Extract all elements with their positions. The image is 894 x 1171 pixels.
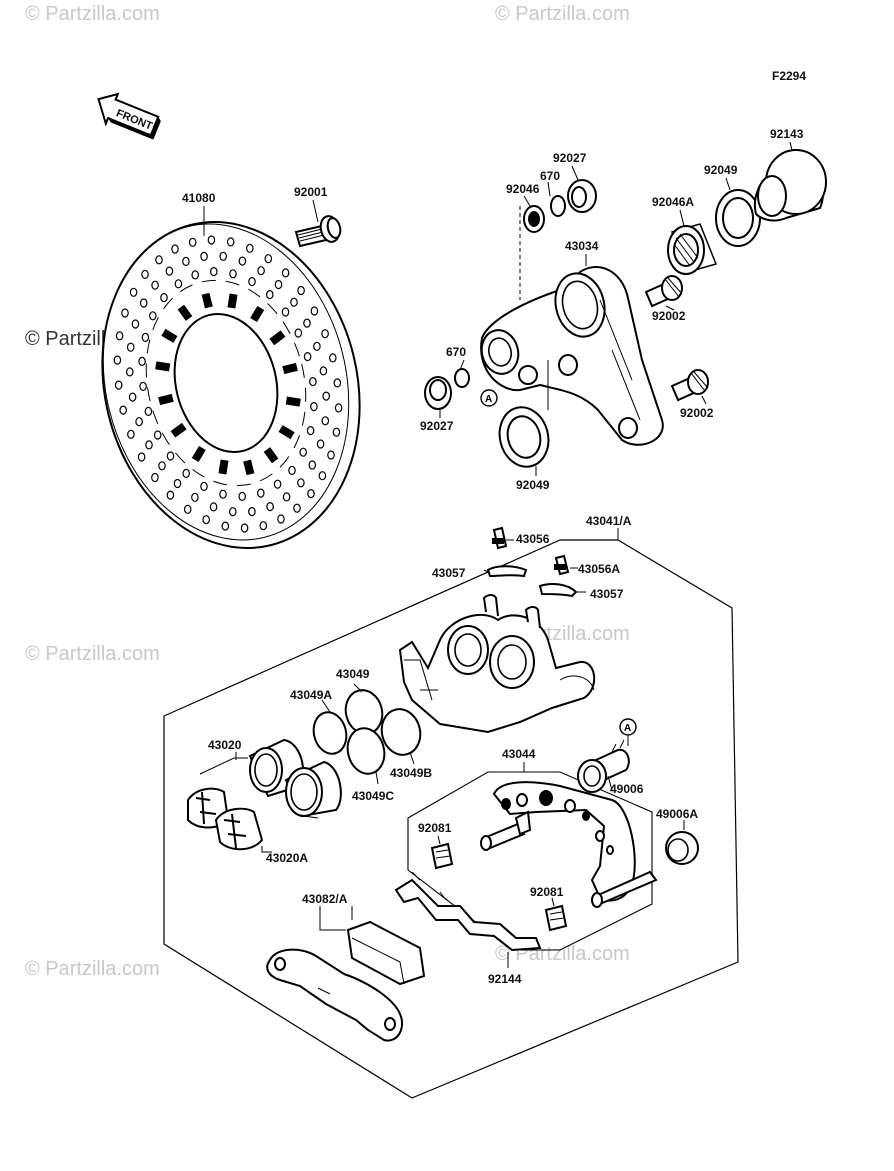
label-670-lower: 670	[446, 345, 466, 359]
label-43057-right: 43057	[590, 587, 624, 601]
o-ring-670-upper	[550, 195, 566, 217]
label-43020: 43020	[208, 738, 242, 752]
ref-marker-a-top: A	[480, 389, 498, 407]
o-ring-670-lower	[454, 368, 470, 388]
label-92001: 92001	[294, 185, 328, 199]
disc-bolt	[294, 215, 342, 248]
collar-92027-lower	[424, 376, 452, 410]
label-43044: 43044	[502, 747, 536, 761]
label-43020a: 43020A	[266, 851, 308, 865]
label-43034: 43034	[565, 239, 599, 253]
label-43049: 43049	[336, 667, 370, 681]
bracket-bolt-lower	[670, 369, 709, 402]
watermark: © Partzilla.com	[25, 958, 160, 980]
collar-92027-upper	[567, 179, 597, 213]
caliper-bracket	[480, 266, 664, 446]
needle-bearing-large	[667, 223, 718, 275]
svg-text:A: A	[624, 723, 631, 734]
label-92046: 92046	[506, 182, 540, 196]
label-92144: 92144	[488, 972, 522, 986]
watermark: © Partzilla.com	[25, 643, 160, 665]
pad-clip-upper	[430, 842, 454, 870]
brake-pad-shim	[266, 948, 403, 1042]
part-labels: 41080 92001 92027 670 92046 92049 92143 …	[182, 127, 804, 986]
ref-marker-a-bottom: A	[619, 718, 637, 736]
piston-43020	[248, 738, 305, 798]
brake-pad	[346, 920, 426, 986]
piston-leader-lines	[199, 683, 415, 853]
bleeder-valve	[492, 526, 514, 550]
label-43049a: 43049A	[290, 688, 332, 702]
diagram-code: F2294	[772, 69, 806, 83]
leader-lines-top	[203, 141, 793, 476]
clip-leader-lower	[551, 897, 555, 907]
label-92081-lower: 92081	[530, 885, 564, 899]
pad-clip-lower	[544, 904, 568, 932]
label-43057-left: 43057	[432, 566, 466, 580]
label-92081-upper: 92081	[418, 821, 452, 835]
caliper-body	[398, 594, 595, 734]
label-92049-upper: 92049	[704, 163, 738, 177]
pad-leader	[319, 906, 346, 931]
label-41080: 41080	[182, 191, 216, 205]
slide-pin-label-leader	[607, 775, 613, 791]
label-43056: 43056	[516, 532, 550, 546]
piston-seal-43049b	[380, 708, 422, 756]
label-49006a: 49006A	[656, 807, 698, 821]
bracket-bolt-upper	[644, 275, 683, 308]
pad-mounting-bracket	[480, 781, 658, 908]
watermark: © Partzilla.com	[25, 3, 160, 25]
label-92002-lower: 92002	[680, 406, 714, 420]
slide-pin	[577, 739, 630, 793]
label-92027-lower: 92027	[420, 419, 454, 433]
label-49006: 49006	[610, 782, 644, 796]
label-43049c: 43049C	[352, 789, 394, 803]
front-arrow-icon: FRONT	[97, 92, 161, 140]
bleeder-cap-left	[483, 565, 528, 578]
label-92002-upper: 92002	[652, 309, 686, 323]
bleeder-cap-right	[538, 583, 586, 598]
label-92049-lower: 92049	[516, 478, 550, 492]
sleeve-92143	[754, 149, 827, 222]
label-670-upper: 670	[540, 169, 560, 183]
needle-bearing-small	[523, 205, 545, 233]
label-92143: 92143	[770, 127, 804, 141]
piston-43020a	[284, 760, 342, 818]
piston-seal-43049c	[346, 727, 386, 775]
piston-seal-43049a	[312, 711, 348, 755]
clip-leader-upper	[437, 835, 441, 845]
watermark: © Partzilla.com	[495, 3, 630, 25]
pad-spring	[394, 871, 542, 952]
oil-seal-lower	[498, 406, 550, 468]
piston-insulator-right	[214, 807, 264, 851]
label-92027-upper: 92027	[553, 151, 587, 165]
label-92046a: 92046A	[652, 195, 694, 209]
label-43049b: 43049B	[390, 766, 432, 780]
bleeder-valve-a	[554, 554, 578, 576]
slide-pin-boot	[665, 831, 699, 865]
brake-disc	[101, 221, 361, 549]
oil-seal-upper	[715, 189, 761, 247]
label-43041a: 43041/A	[586, 514, 632, 528]
label-43082a: 43082/A	[302, 892, 348, 906]
caliper-assembly-outline	[163, 539, 739, 1099]
svg-text:A: A	[485, 394, 492, 405]
label-43056a: 43056A	[578, 562, 620, 576]
bracket-group-outline	[407, 771, 653, 951]
